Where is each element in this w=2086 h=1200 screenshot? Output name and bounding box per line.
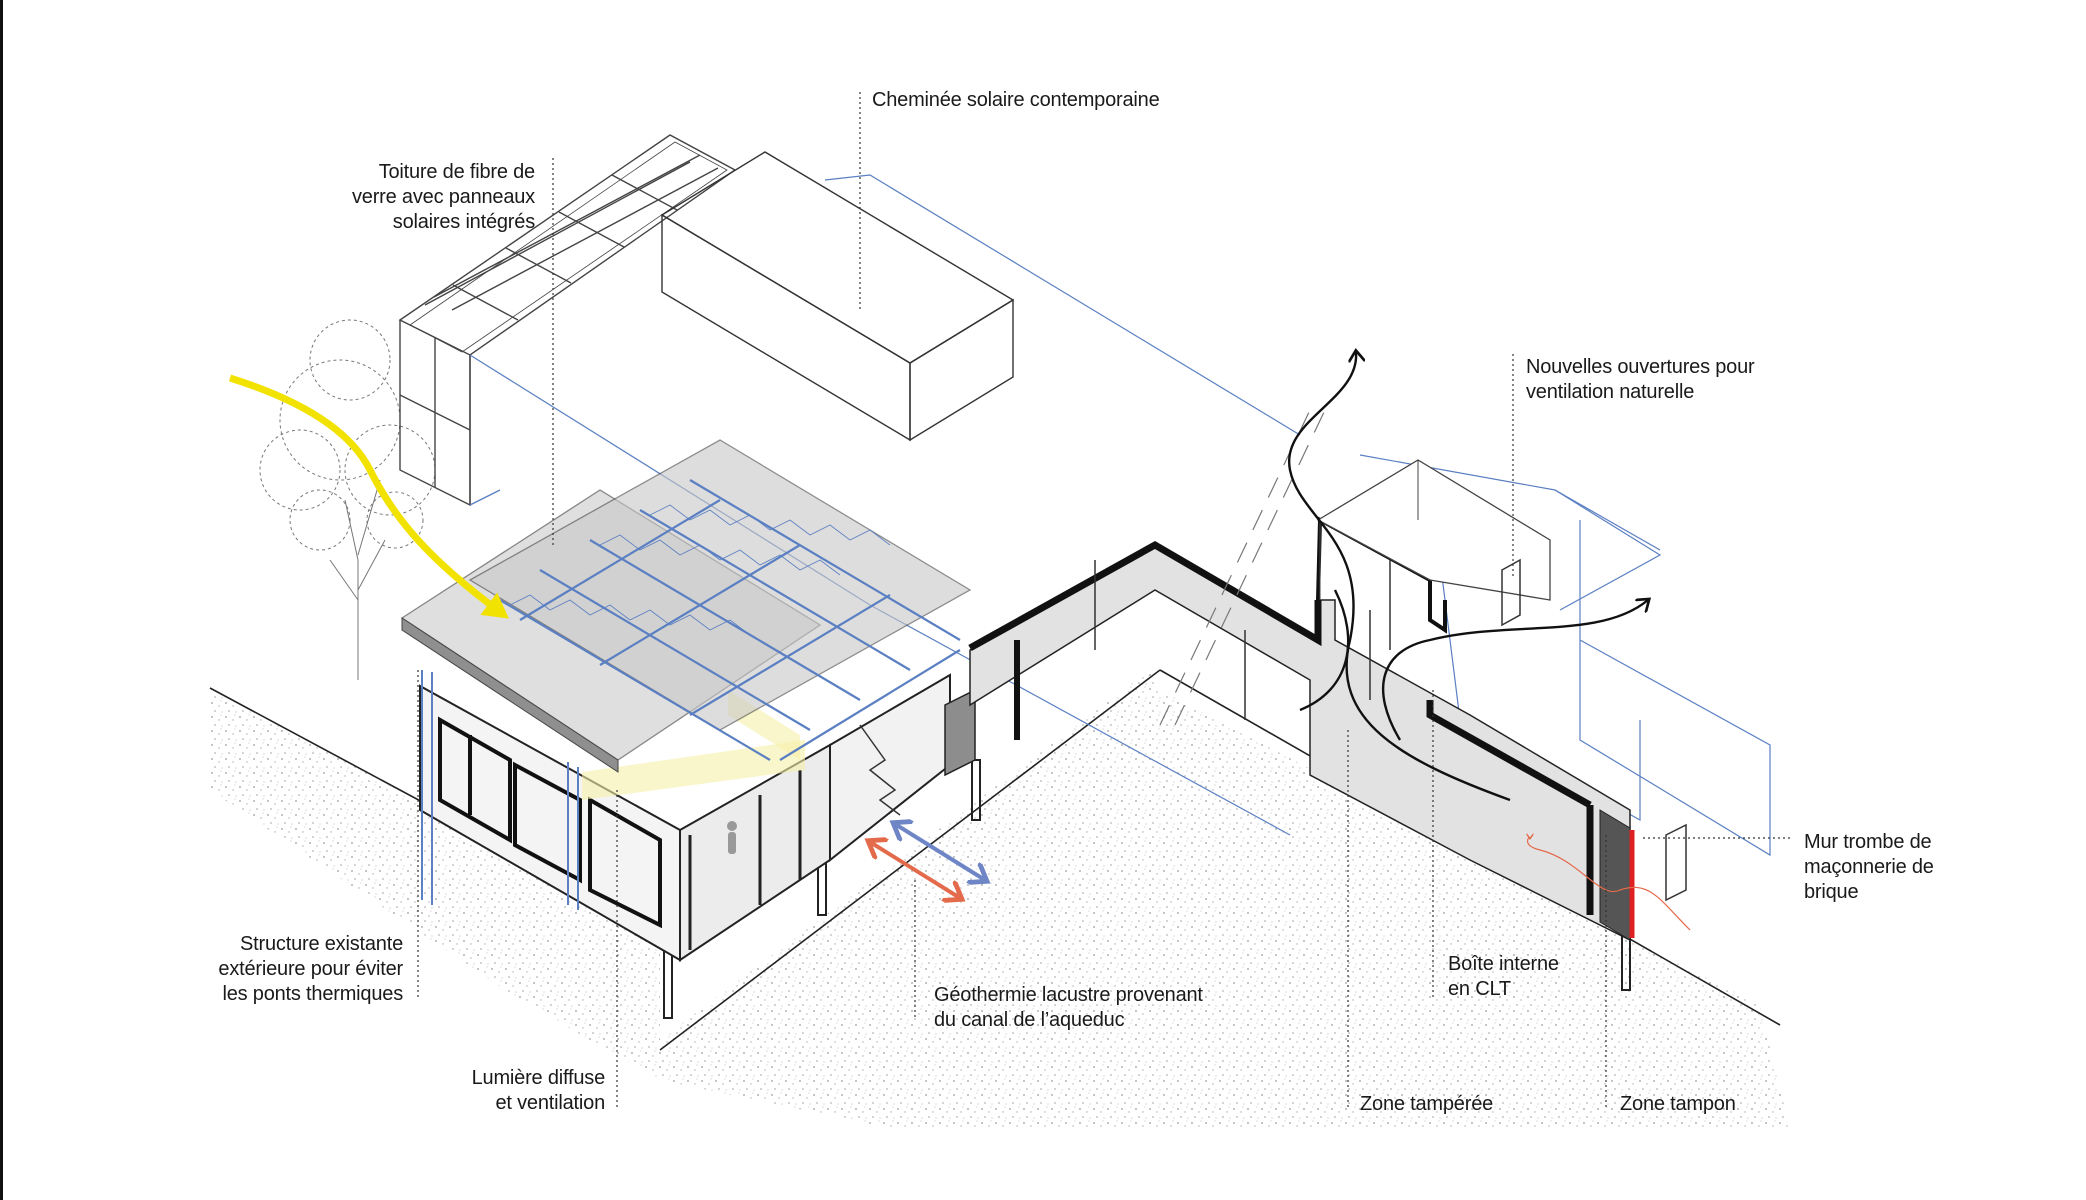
label-clt-box: Boîte interne en CLT bbox=[1448, 953, 1559, 1000]
label-roof-panels: Toiture de fibre de verre avec panneaux … bbox=[352, 161, 535, 233]
label-buffer-zone: Zone tampon bbox=[1620, 1093, 1736, 1115]
label-new-openings: Nouvelles ouvertures pour ventilation na… bbox=[1526, 356, 1755, 403]
label-tempered-zone: Zone tampérée bbox=[1360, 1093, 1494, 1115]
geothermal-arrow-icon bbox=[870, 824, 985, 898]
clt-building-section bbox=[968, 409, 1687, 942]
leader-lines bbox=[417, 92, 1790, 1110]
person-icon bbox=[727, 821, 737, 854]
airflow-arrow-icon bbox=[1287, 352, 1648, 802]
label-trombe-wall: Mur trombe de maçonnerie de brique bbox=[1804, 831, 1934, 903]
trombe-heat-arrow-icon bbox=[1528, 837, 1691, 931]
roof-solar-panels bbox=[400, 439, 972, 773]
label-diffuse-light: Lumière diffuse et ventilation bbox=[471, 1067, 606, 1114]
label-solar-chimney: Cheminée solaire contemporaine bbox=[872, 89, 1160, 111]
label-geothermal: Géothermie lacustre provenant du canal d… bbox=[934, 984, 1203, 1031]
sun-arrow-icon bbox=[228, 374, 509, 619]
page-border bbox=[0, 0, 3, 1200]
label-existing-structure: Structure existante extérieure pour évit… bbox=[218, 933, 403, 1005]
solar-chimney-box bbox=[660, 151, 1015, 442]
